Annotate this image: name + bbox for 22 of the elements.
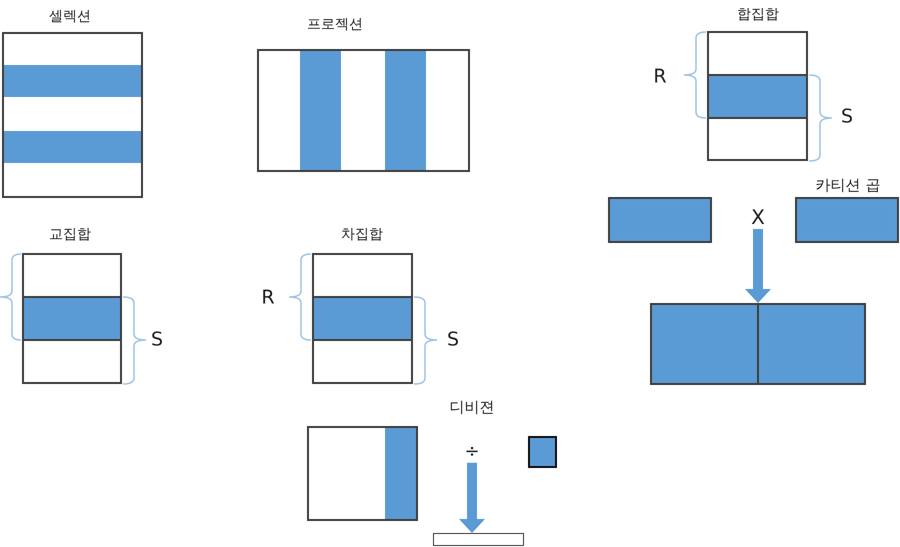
table-title: 차집합 [341, 226, 383, 244]
table-title: 셀렉션 [49, 8, 91, 26]
relation-box [528, 436, 557, 468]
operation-title: 카티션 곱 [816, 176, 880, 194]
table-title: 교집합 [49, 226, 91, 244]
relation-label: S [840, 106, 854, 128]
operation-title: 디비젼 [450, 398, 494, 416]
relation-label: S [150, 328, 164, 352]
operator-symbol: X [751, 205, 765, 229]
result-box [433, 533, 524, 546]
result-table [650, 303, 866, 385]
operator-symbol: ÷ [464, 441, 480, 463]
relation-table [307, 426, 418, 521]
table-title: 프로젝션 [307, 16, 363, 34]
table-title: 합집합 [737, 6, 779, 24]
relation-box [795, 197, 899, 243]
arrow [459, 462, 485, 533]
relation-label: R [261, 286, 275, 310]
relation-label: S [446, 328, 460, 352]
relation-box [608, 197, 712, 243]
relation-label: R [653, 66, 667, 88]
arrow [745, 229, 771, 303]
